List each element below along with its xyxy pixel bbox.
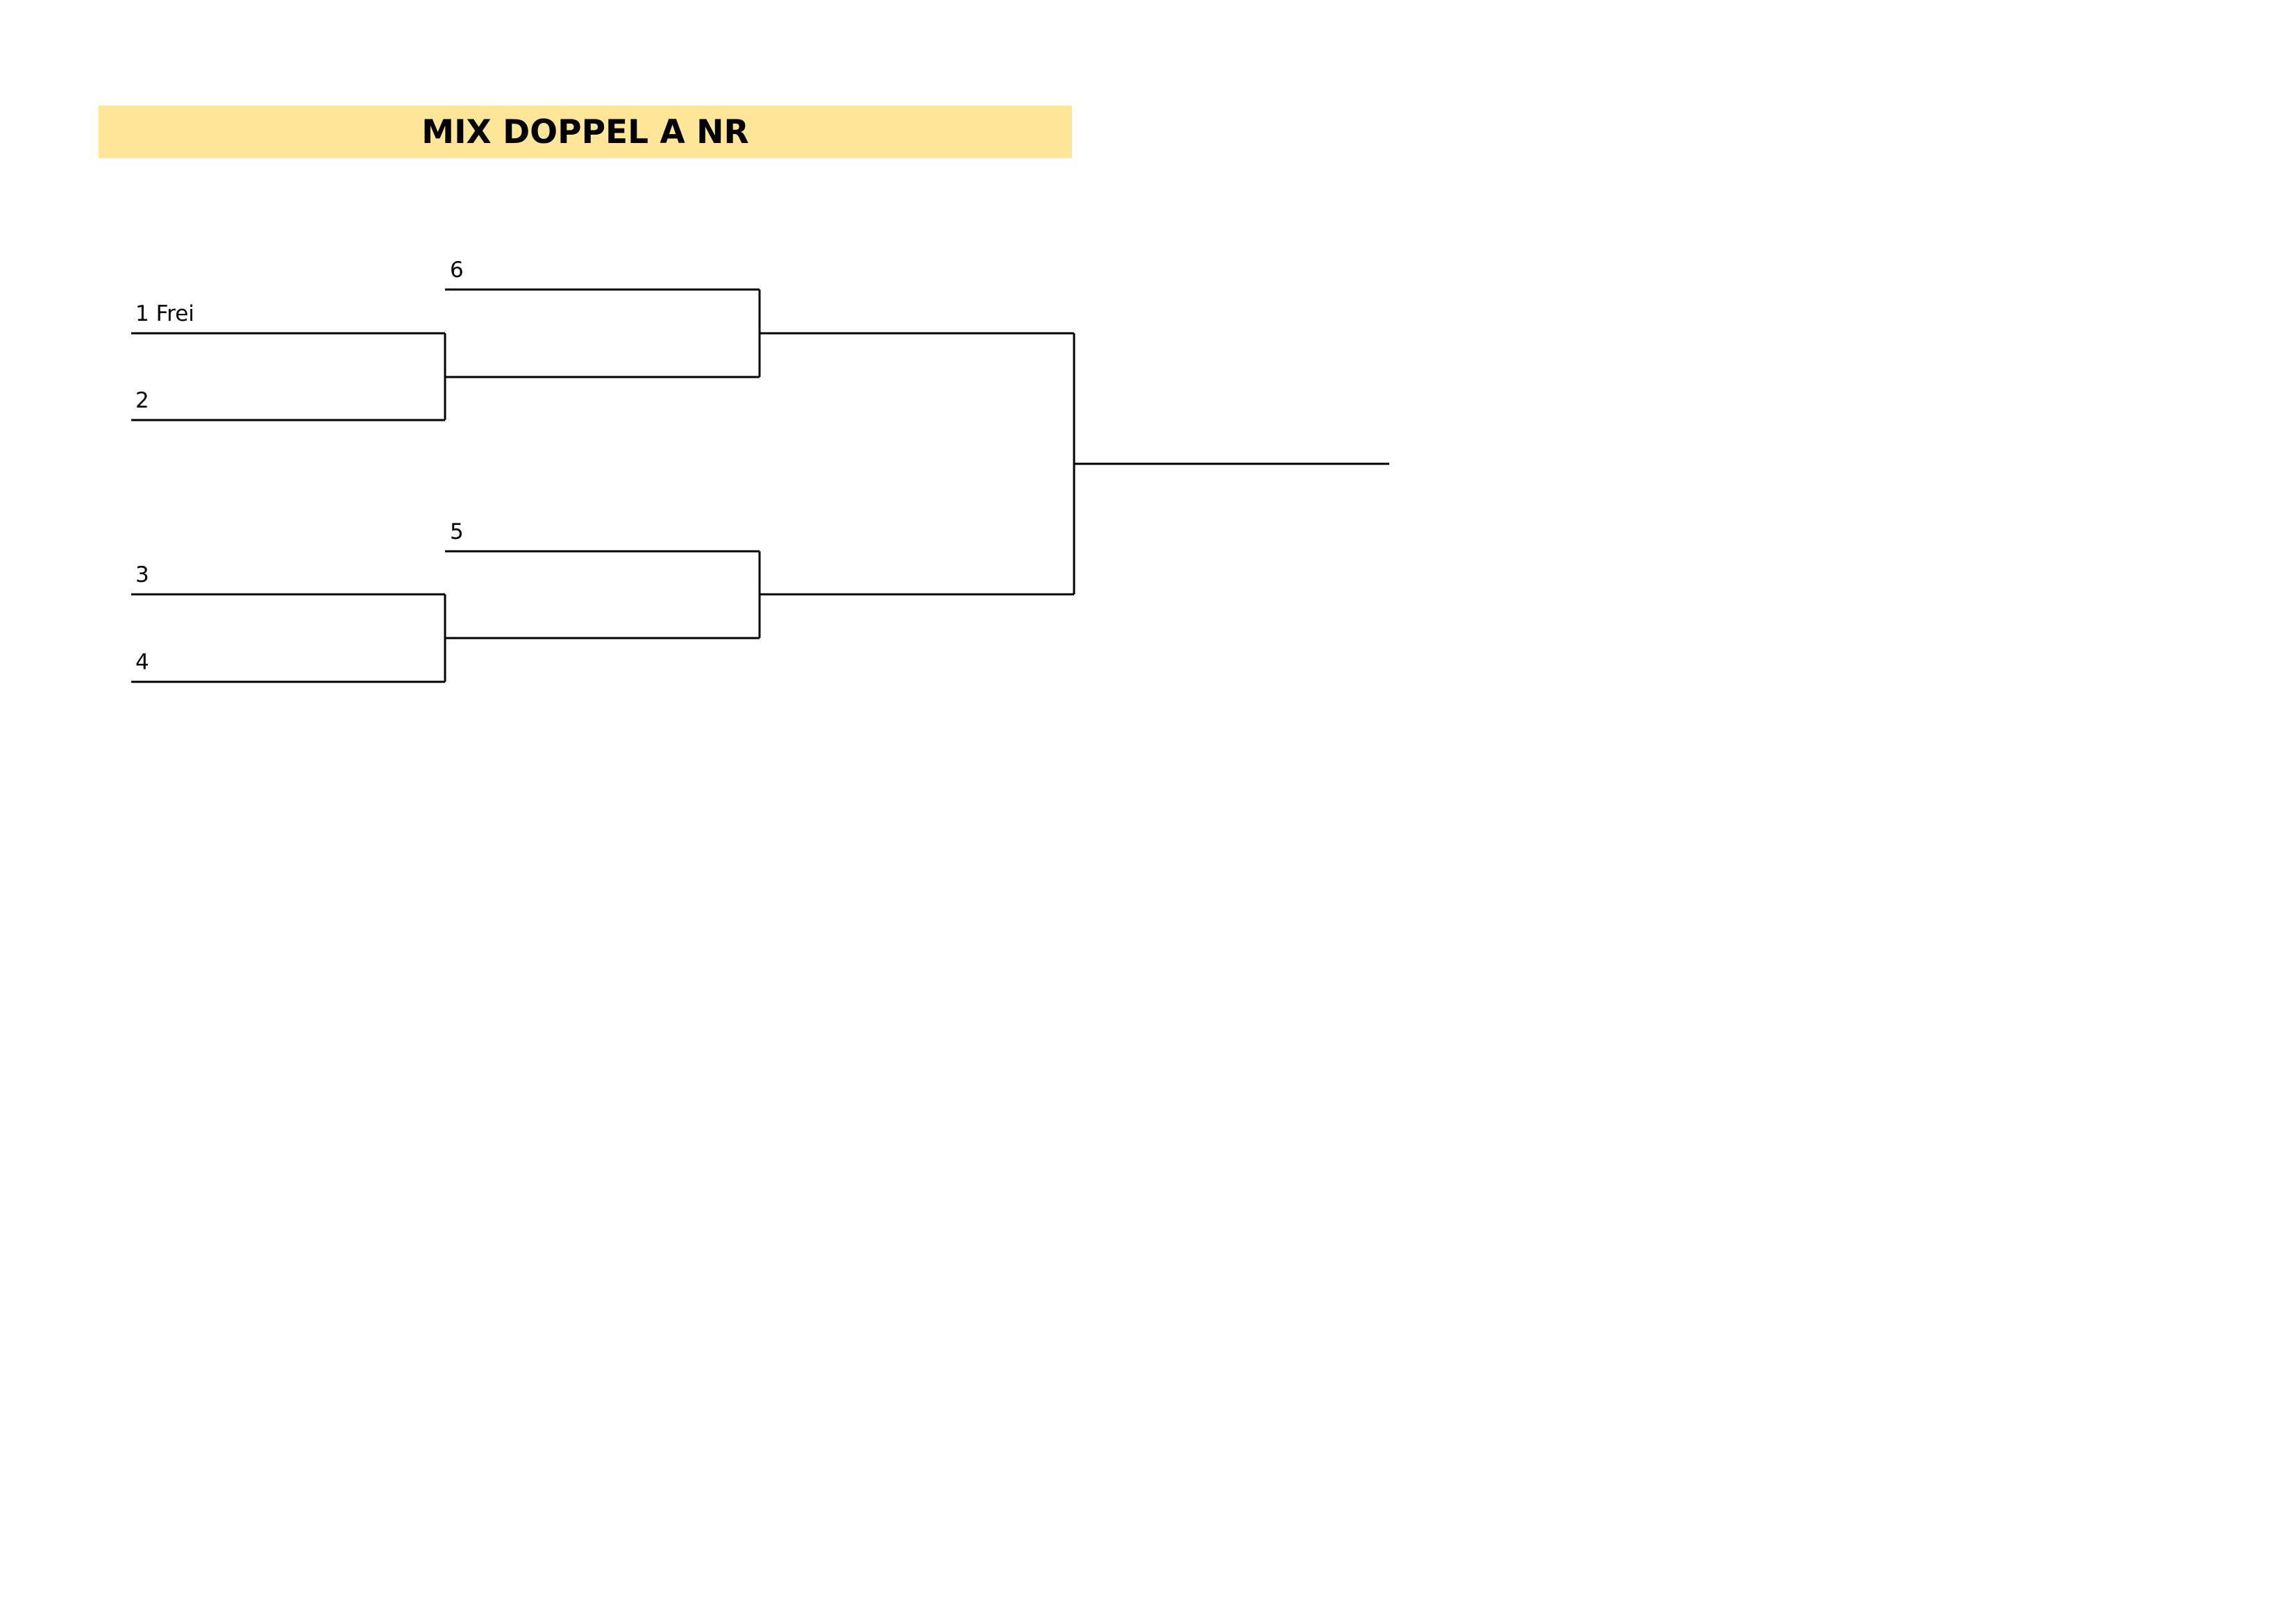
page-title: MIX DOPPEL A NR [421,112,749,151]
slot-label-r2-2: 5 [450,519,464,544]
slot-label-r1-3: 3 [135,562,149,587]
slot-label-r2-1: 6 [450,258,464,283]
slot-label-r1-2: 2 [135,388,149,413]
slot-label-r1-1: 1 Frei [135,301,194,326]
title-banner: MIX DOPPEL A NR [99,106,1072,158]
slot-label-r1-4: 4 [135,650,149,675]
